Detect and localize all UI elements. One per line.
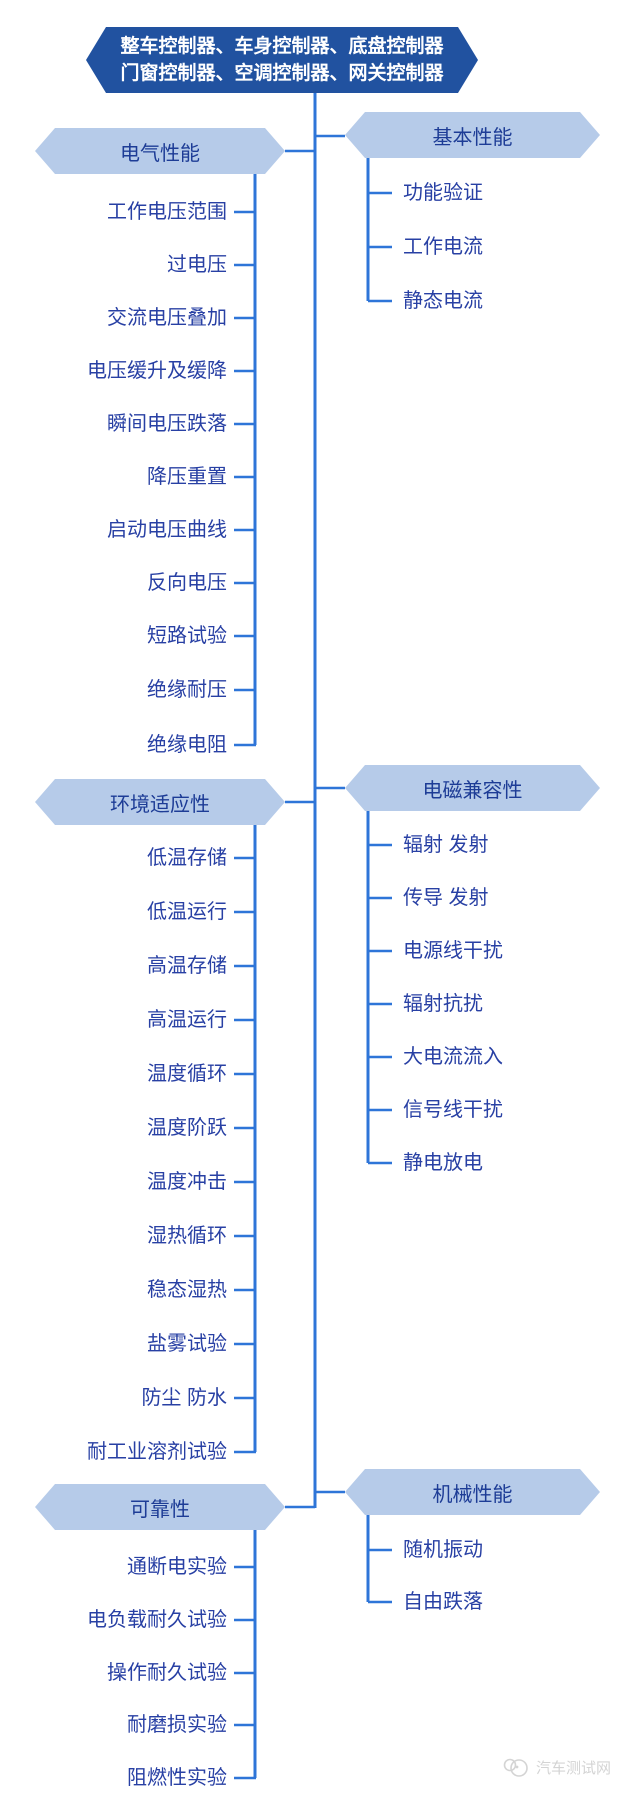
branch-connectors (285, 134, 345, 1509)
leaf-node: 静电放电 (403, 1152, 483, 1174)
section-node-emc: 电磁兼容性 (345, 765, 600, 811)
root-node: 整车控制器、车身控制器、底盘控制器 门窗控制器、空调控制器、网关控制器 (86, 27, 478, 93)
leaf-node: 温度冲击 (147, 1171, 227, 1193)
leaf-node: 瞬间电压跌落 (107, 413, 227, 435)
leaf-node: 高温存储 (147, 955, 227, 977)
leaf-node: 工作电流 (403, 236, 483, 258)
watermark-logo-icon (503, 1758, 528, 1777)
section-node-electrical: 电气性能 (35, 128, 285, 174)
leaf-node: 交流电压叠加 (107, 307, 227, 329)
leaf-node: 降压重置 (147, 466, 227, 488)
leaf-node: 过电压 (167, 254, 227, 276)
leaf-node: 随机振动 (403, 1539, 483, 1561)
leaf-node: 盐雾试验 (147, 1333, 227, 1355)
leaf-node: 耐工业溶剂试验 (87, 1441, 227, 1463)
leaf-node: 阻燃性实验 (127, 1767, 227, 1789)
section-node-mechanical: 机械性能 (345, 1469, 600, 1515)
right-ticks (368, 191, 392, 1604)
leaf-node: 高温运行 (147, 1009, 227, 1031)
leaf-node: 温度循环 (147, 1063, 227, 1085)
section-label: 电气性能 (120, 142, 200, 165)
leaf-node: 湿热循环 (147, 1225, 227, 1247)
leaf-node: 辐射抗扰 (403, 993, 483, 1015)
section-label: 机械性能 (432, 1483, 513, 1506)
section-label: 电磁兼容性 (422, 779, 523, 802)
section-label: 环境适应性 (110, 793, 210, 816)
leaf-node: 绝缘电阻 (147, 734, 227, 756)
leaf-node: 温度阶跃 (147, 1117, 227, 1139)
leaf-node: 信号线干扰 (403, 1099, 503, 1121)
leaf-node: 静态电流 (403, 290, 483, 312)
leaf-node: 自由跌落 (403, 1591, 483, 1613)
leaf-node: 功能验证 (403, 182, 483, 204)
section-node-reliability: 可靠性 (35, 1484, 285, 1530)
leaf-node: 低温存储 (147, 847, 227, 869)
leaf-node: 传导 发射 (403, 887, 489, 909)
watermark-text: 汽车测试网 (536, 1759, 612, 1777)
child-rails (253, 158, 370, 1778)
leaf-node: 耐磨损实验 (127, 1714, 227, 1736)
section-node-environment: 环境适应性 (35, 779, 285, 825)
leaf-node: 启动电压曲线 (107, 519, 227, 541)
leaf-node: 反向电压 (147, 572, 227, 594)
leaf-node: 低温运行 (147, 901, 227, 923)
leaf-node: 短路试验 (147, 625, 227, 647)
leaf-node: 绝缘耐压 (147, 679, 227, 701)
left-ticks (234, 210, 256, 1780)
leaf-node: 辐射 发射 (403, 834, 489, 856)
leaf-node: 电负载耐久试验 (87, 1609, 227, 1631)
section-label: 可靠性 (130, 1498, 190, 1521)
leaf-node: 防尘 防水 (141, 1387, 227, 1409)
leaf-node: 操作耐久试验 (107, 1662, 227, 1684)
leaf-node: 大电流流入 (403, 1046, 503, 1068)
section-label: 基本性能 (432, 126, 513, 149)
root-node-line1: 整车控制器、车身控制器、底盘控制器 (120, 36, 444, 57)
root-node-line2: 门窗控制器、空调控制器、网关控制器 (120, 63, 444, 84)
leaf-node: 电源线干扰 (403, 940, 503, 962)
leaf-node: 通断电实验 (127, 1556, 227, 1578)
leaf-node: 电压缓升及缓降 (87, 360, 227, 382)
watermark: 汽车测试网 (502, 1756, 611, 1778)
leaf-node: 工作电压范围 (107, 201, 227, 223)
section-node-basic: 基本性能 (345, 112, 600, 158)
leaf-node: 稳态湿热 (147, 1279, 227, 1301)
